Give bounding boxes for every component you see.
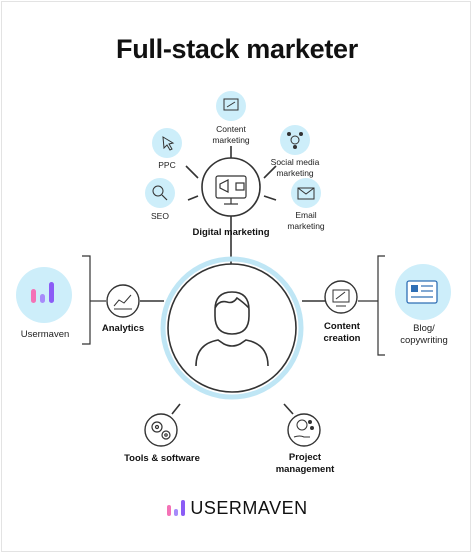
bubble-email [291,178,321,208]
content-marketing-label: Content marketing [212,124,250,145]
blog-example-bubble [395,264,451,320]
content-edit-icon [332,289,350,307]
project-hand-icon [293,419,314,438]
page-title: Full-stack marketer [116,34,358,64]
brand-footer: USERMAVEN [0,497,474,519]
person-icon [195,291,269,367]
analytics-circle [106,284,140,318]
bubble-content-marketing [216,91,246,121]
bubble-ppc [152,128,182,158]
analytics-chart-icon [113,294,132,310]
digital-marketing-circle [201,157,261,217]
analytics-label: Analytics [101,323,145,334]
brand-wordmark: USERMAVEN [190,497,308,518]
social-media-label: Social media marketing [270,157,320,178]
bubble-social-media [280,125,310,155]
usermaven-example-bubble [16,267,72,323]
project-management-label: Project management [275,452,335,475]
usermaven-logo-icon [167,500,186,517]
digital-marketing-label: Digital marketing [192,227,270,238]
center-ring [160,256,304,400]
content-creation-circle [324,280,358,314]
brackets [82,255,385,356]
ppc-label: PPC [158,160,176,170]
tools-software-label: Tools & software [124,453,200,464]
content-creation-label: Content creation [323,321,361,344]
gears-icon [151,421,171,440]
megaphone-icon [215,175,247,205]
usermaven-label: Usermaven [20,329,70,340]
email-marketing-label: Email marketing [287,210,325,231]
bubble-seo [145,178,175,208]
center-circle [167,263,297,393]
seo-label: SEO [151,211,169,221]
blog-copywriting-label: Blog/ copywriting [400,323,448,346]
